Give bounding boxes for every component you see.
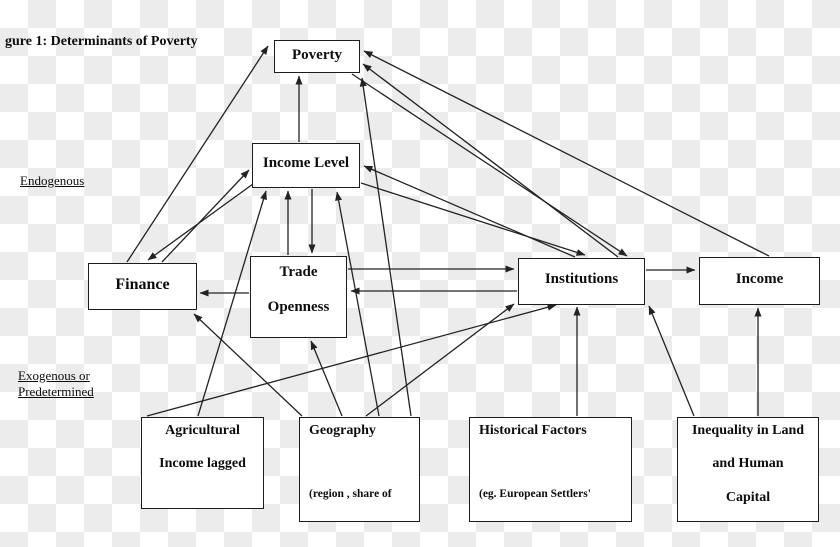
endogenous-label: Endogenous bbox=[20, 173, 85, 188]
node-agricultural-income-lagged-label-1: Income lagged bbox=[159, 456, 246, 471]
node-inequality-land-human-capital-label-0: Inequality in Land bbox=[691, 423, 805, 438]
node-geography-label-0: Geography bbox=[309, 423, 376, 438]
node-income: Income bbox=[699, 257, 820, 305]
edge-agricultural-income-lagged-to-income-level bbox=[197, 190, 267, 417]
edge-finance-to-poverty bbox=[126, 45, 269, 263]
node-poverty: Poverty bbox=[274, 40, 360, 73]
node-historical-factors-label-1: (eg. European Settlers' bbox=[479, 488, 591, 500]
node-income-label-0: Income bbox=[735, 271, 784, 287]
edge-geography-to-finance bbox=[193, 313, 303, 417]
edge-inequality-land-human-capital-to-institutions bbox=[648, 305, 695, 417]
node-income-level-label-0: Income Level bbox=[262, 155, 350, 171]
edge-poverty-to-institutions bbox=[351, 73, 628, 257]
node-geography: Geography (region , share of bbox=[299, 417, 420, 522]
node-finance-label-0: Finance bbox=[115, 276, 170, 293]
node-institutions: Institutions bbox=[518, 258, 645, 305]
node-trade-openness-label-0: Trade bbox=[279, 264, 318, 280]
edge-geography-to-income-level bbox=[335, 191, 380, 417]
node-income-level: Income Level bbox=[252, 143, 360, 188]
edge-geography-to-trade-openness bbox=[310, 340, 343, 417]
node-trade-openness-label-1: Openness bbox=[267, 299, 330, 315]
node-agricultural-income-lagged-label-0: Agricultural bbox=[165, 423, 240, 438]
exogenous-label-line1: Exogenous or bbox=[18, 368, 90, 383]
node-inequality-land-human-capital-label-1: and Human bbox=[712, 456, 784, 471]
figure-title: gure 1: Determinants of Poverty bbox=[5, 34, 198, 49]
edge-income-level-to-finance bbox=[147, 183, 254, 261]
edge-geography-to-institutions bbox=[365, 303, 515, 417]
node-inequality-land-human-capital-label-2: Capital bbox=[725, 490, 771, 505]
node-finance: Finance bbox=[88, 263, 197, 310]
edge-agricultural-income-lagged-to-institutions bbox=[146, 303, 557, 417]
edge-finance-to-income-level bbox=[161, 169, 250, 263]
node-geography-label-1: (region , share of bbox=[309, 488, 392, 500]
node-historical-factors: Historical Factors (eg. European Settlers… bbox=[469, 417, 632, 522]
edge-income-to-poverty bbox=[363, 50, 770, 257]
node-poverty-label-0: Poverty bbox=[292, 47, 342, 63]
node-institutions-label-0: Institutions bbox=[544, 271, 619, 287]
edge-income-level-to-institutions bbox=[360, 182, 586, 256]
node-historical-factors-label-0: Historical Factors bbox=[479, 423, 587, 438]
edge-institutions-to-income-level bbox=[363, 165, 576, 258]
edge-geography-to-poverty bbox=[359, 77, 412, 417]
edge-institutions-to-poverty bbox=[362, 63, 619, 258]
exogenous-label-line2: Predetermined bbox=[18, 384, 94, 399]
